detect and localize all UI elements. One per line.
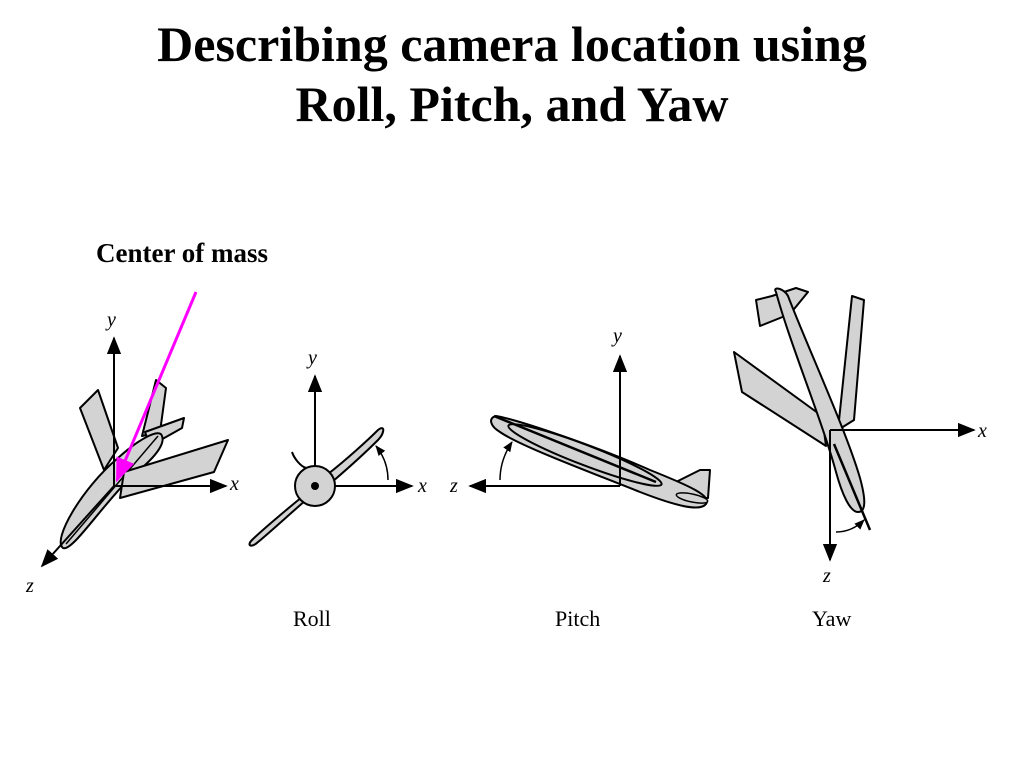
overview-fuselage-spine [65,435,159,545]
yaw-caption: Yaw [812,606,851,631]
center-of-mass-label: Center of mass [96,238,268,268]
center-of-mass-arrow [115,291,198,483]
overview-main-wing [119,439,229,499]
roll-upper-wing [327,427,385,483]
pitch-rotation-arc [499,441,513,481]
pitch-fuselage-spine [493,414,657,484]
roll-lower-wing [248,496,307,547]
slide-title-line-1: Describing camera location using [157,16,867,72]
roll-rotation-arc [375,445,389,481]
roll-tail-fin [291,451,307,469]
pitch-z-label: z [449,475,458,497]
yaw-left-wing [733,351,827,447]
pitch-y-label: y [611,325,622,347]
yaw-fuselage [774,287,866,513]
slide-title: Describing camera location using Roll, P… [0,14,1024,134]
yaw-x-label: x [977,420,987,442]
pitch-tail-pod [675,492,709,504]
overview-y-label: y [105,309,116,331]
roll-caption: Roll [293,606,331,631]
roll-figure: y x Roll [248,347,427,631]
roll-y-label: y [306,347,317,369]
pitch-figure: y z Pitch [449,325,711,631]
slide-title-line-2: Roll, Pitch, and Yaw [295,76,729,132]
pitch-wing [507,423,663,487]
overview-rear-wing [79,389,119,471]
yaw-figure: x z Yaw [733,287,987,631]
roll-nose-dot [311,482,319,490]
yaw-fuselage-spine [832,443,872,531]
yaw-right-wing [837,295,865,431]
overview-figure: y x z [25,309,239,597]
overview-z-axis [40,485,115,568]
pitch-caption: Pitch [555,606,600,631]
overview-z-label: z [25,575,34,597]
roll-x-label: x [417,475,427,497]
yaw-z-label: z [822,565,831,587]
overview-x-label: x [229,473,239,495]
yaw-rotation-arc [835,519,865,533]
